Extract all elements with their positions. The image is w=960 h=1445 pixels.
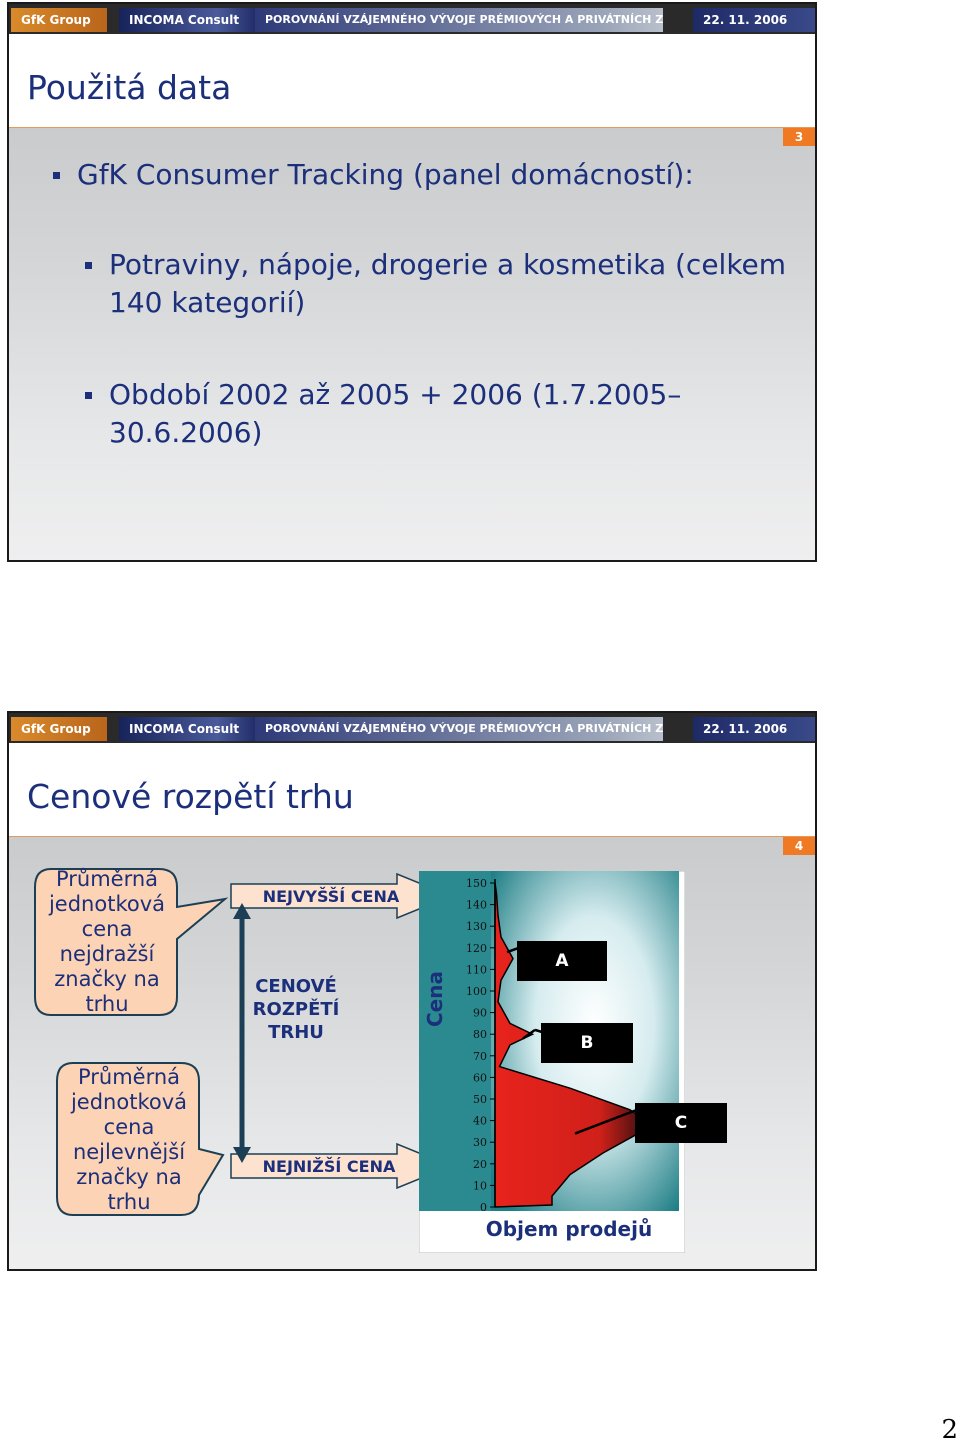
chart-y-tick-label: 30 [473, 1136, 487, 1149]
chart-y-tick-label: 140 [466, 899, 487, 912]
title-area: Cenové rozpětí trhu [9, 743, 815, 837]
callout-bottom-text: Průměrná jednotková cena nejlevnější zna… [70, 1065, 188, 1214]
header-brand-gfk: GfK Group [11, 717, 107, 741]
chart-y-tick-label: 10 [473, 1179, 487, 1192]
chart-y-tick-label: 70 [473, 1050, 487, 1063]
slide-body: 3 GfK Consumer Tracking (panel domácnost… [9, 128, 815, 560]
chart-y-tick-label: 90 [473, 1007, 487, 1020]
chart-y-tick-label: 130 [466, 920, 487, 933]
chart-left-band [419, 871, 491, 1211]
chart-y-tick-label: 0 [480, 1201, 487, 1214]
slide-header-bar: GfK Group INCOMA Consult POROVNÁNÍ VZÁJE… [9, 4, 815, 34]
chart-x-axis-title: Objem prodejů [485, 1217, 653, 1241]
chart-y-tick-label: 50 [473, 1093, 487, 1106]
segment-label-b: B [541, 1023, 633, 1063]
callout-bottom-bubble [56, 1062, 225, 1216]
header-subject: POROVNÁNÍ VZÁJEMNÉHO VÝVOJE PRÉMIOVÝCH A… [255, 8, 663, 32]
chart-y-tick-label: 100 [466, 985, 487, 998]
slide-page-badge: 4 [783, 837, 815, 855]
callout-top-text: Průměrná jednotková cena nejdražší značk… [48, 867, 166, 1016]
header-subject: POROVNÁNÍ VZÁJEMNÉHO VÝVOJE PRÉMIOVÝCH A… [255, 717, 663, 741]
slide-page-badge: 3 [783, 128, 815, 146]
segment-label-a: A [517, 941, 607, 981]
chart-y-tick-label: 80 [473, 1028, 487, 1041]
slide-header-bar: GfK Group INCOMA Consult POROVNÁNÍ VZÁJE… [9, 713, 815, 743]
bullet-level1: GfK Consumer Tracking (panel domácností)… [53, 156, 777, 194]
header-date: 22. 11. 2006 [693, 717, 815, 741]
bullet-level2-period: Období 2002 až 2005 + 2006 (1.7.2005–30.… [85, 376, 809, 452]
chart-y-tick-label: 40 [473, 1115, 487, 1128]
chart-volume-curve [494, 882, 646, 1208]
bullet-level2-categories: Potraviny, nápoje, drogerie a kosmetika … [85, 246, 789, 322]
slide-3: GfK Group INCOMA Consult POROVNÁNÍ VZÁJE… [7, 2, 817, 562]
slide-4: GfK Group INCOMA Consult POROVNÁNÍ VZÁJE… [7, 711, 817, 1271]
chart-y-tick-label: 110 [466, 963, 487, 976]
title-area: Použitá data [9, 34, 815, 128]
header-brand-gfk: GfK Group [11, 8, 107, 32]
segment-label-c: C [635, 1103, 727, 1143]
price-range-double-arrow [233, 903, 251, 1163]
chart-y-tick-label: 60 [473, 1071, 487, 1084]
slide-title: Cenové rozpětí trhu [27, 777, 354, 816]
header-brand-incoma: INCOMA Consult [119, 717, 259, 741]
chart-y-tick-label: 20 [473, 1158, 487, 1171]
price-range-label: CENOVÉ ROZPĚTÍ TRHU [252, 976, 340, 1043]
highest-price-label: NEJVYŠŠÍ CENA [262, 887, 400, 906]
header-date: 22. 11. 2006 [693, 8, 815, 32]
chart-y-axis-title: Cena [423, 971, 447, 1027]
document-page-number: 2 [941, 1415, 958, 1445]
slide-title: Použitá data [27, 68, 232, 107]
pointer-line-c [574, 1108, 638, 1135]
pointer-line-b [522, 1028, 536, 1040]
slide-body: 4 Průměrná jednotková cena nejdražší zna… [9, 837, 815, 1269]
callout-top-bubble [34, 868, 229, 1016]
header-brand-incoma: INCOMA Consult [119, 8, 259, 32]
lowest-price-label: NEJNIŽŠÍ CENA [262, 1157, 396, 1176]
chart-y-tick-label: 120 [466, 942, 487, 955]
chart-y-tick-label: 150 [466, 877, 487, 890]
